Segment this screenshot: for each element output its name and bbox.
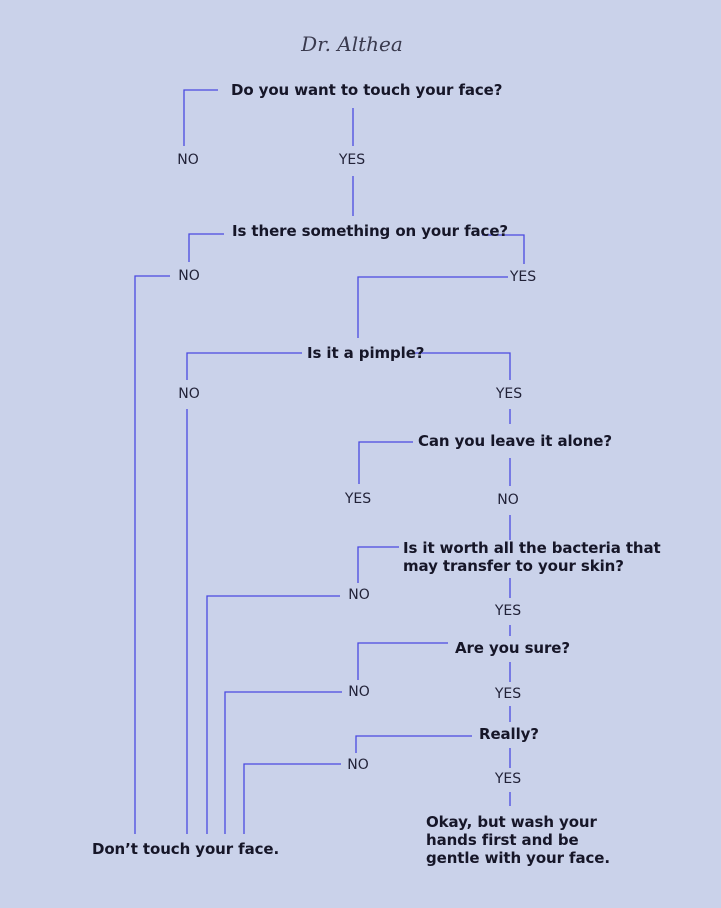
answer-q2-no: NO	[178, 268, 200, 284]
answer-q1-no: NO	[177, 152, 199, 168]
question-worth-bacteria: Is it worth all the bacteria that may tr…	[403, 539, 661, 575]
brand-logo: Dr. Althea	[301, 32, 403, 56]
question-worth-bacteria-line2: may transfer to your skin?	[403, 557, 624, 575]
question-are-you-sure: Are you sure?	[455, 639, 570, 657]
answer-q7-no: NO	[347, 757, 369, 773]
connector-q3-no	[186, 352, 302, 380]
answer-q6-yes: YES	[494, 686, 522, 702]
connector-q7-no	[355, 735, 472, 753]
answer-q3-no: NO	[178, 386, 200, 402]
answer-q5-no: NO	[348, 587, 370, 603]
connector-q2-yes-to-q3	[357, 276, 508, 338]
connector-q4-yes	[358, 441, 413, 484]
outcome-okay-line3: gentle with your face.	[426, 849, 610, 867]
connector-q6-no-outcome	[224, 691, 342, 834]
connector-q1-no	[183, 89, 218, 146]
question-is-pimple: Is it a pimple?	[307, 344, 425, 362]
connector-q5-no-outcome	[206, 595, 340, 834]
outcome-okay-line2: hands first and be	[426, 831, 579, 849]
question-leave-alone: Can you leave it alone?	[418, 432, 612, 450]
answer-q4-yes: YES	[344, 491, 372, 507]
answer-q1-yes: YES	[338, 152, 366, 168]
outcome-dont-touch: Don’t touch your face.	[92, 840, 280, 858]
connector-q5-no	[357, 546, 399, 583]
answer-q7-yes: YES	[494, 771, 522, 787]
connector-q7-no-outcome	[243, 763, 341, 834]
connector-q2-no-outcome	[134, 275, 170, 834]
question-worth-bacteria-line1: Is it worth all the bacteria that	[403, 539, 661, 557]
question-touch-face: Do you want to touch your face?	[231, 81, 503, 99]
outcome-okay-line1: Okay, but wash your	[426, 813, 597, 831]
connector-q6-no	[357, 642, 448, 680]
answer-q4-no: NO	[497, 492, 519, 508]
question-really: Really?	[479, 725, 539, 743]
connector-q3-yes	[415, 352, 511, 380]
outcome-okay-wash: Okay, but wash your hands first and be g…	[426, 813, 610, 867]
question-something-on-face: Is there something on your face?	[232, 222, 509, 240]
answer-q5-yes: YES	[494, 603, 522, 619]
answer-q6-no: NO	[348, 684, 370, 700]
answer-q3-yes: YES	[495, 386, 523, 402]
connector-q2-no	[188, 233, 224, 262]
connector-q2-yes	[482, 234, 525, 264]
answer-q2-yes: YES	[509, 269, 537, 285]
